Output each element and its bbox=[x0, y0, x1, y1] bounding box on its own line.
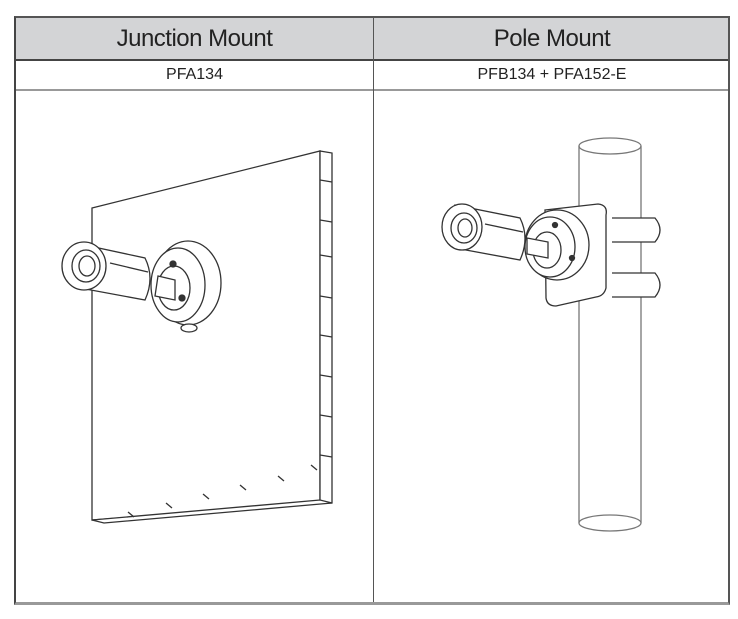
model-row: PFA134 PFB134 + PFA152-E bbox=[16, 61, 728, 91]
table-header-row: Junction Mount Pole Mount bbox=[16, 18, 728, 61]
mount-table: Junction Mount Pole Mount PFA134 PFB134 … bbox=[14, 16, 730, 605]
header-pole-mount: Pole Mount bbox=[493, 25, 611, 52]
pole-icon bbox=[578, 137, 642, 532]
column-divider bbox=[373, 18, 374, 602]
model-junction: PFA134 bbox=[166, 66, 223, 83]
bullet-camera-icon bbox=[61, 241, 176, 301]
wall-icon bbox=[91, 150, 333, 524]
model-pole: PFB134 + PFA152-E bbox=[477, 66, 627, 83]
header-junction-mount: Junction Mount bbox=[116, 25, 273, 52]
junction-box-icon bbox=[150, 240, 222, 333]
pole-bullet-camera-icon bbox=[441, 203, 549, 261]
pole-junction-box-icon bbox=[524, 209, 590, 281]
